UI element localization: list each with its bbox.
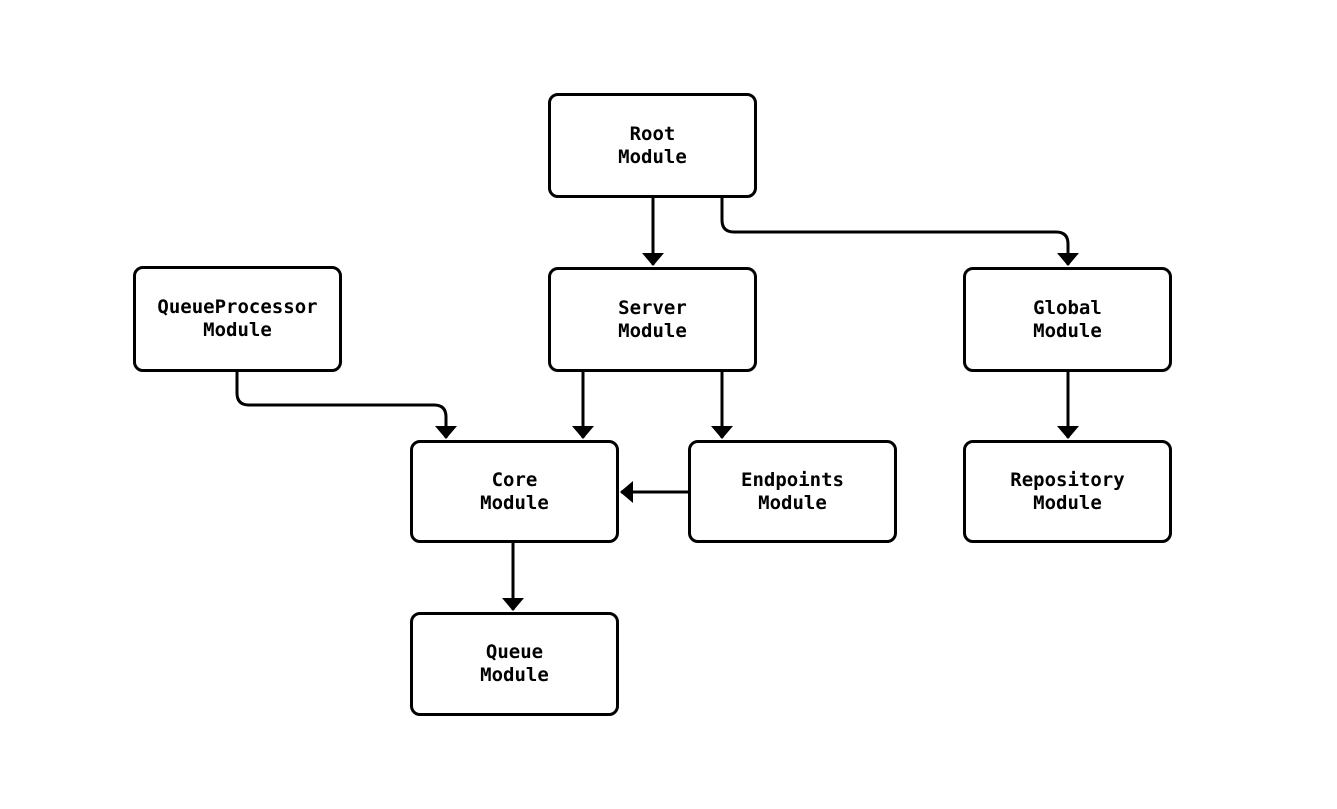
node-label: Server (618, 296, 687, 319)
node-label: Queue (485, 641, 544, 663)
node-repository-module: Repository Module (963, 440, 1172, 543)
node-endpoints-module: Endpoints Module (688, 440, 897, 543)
node-label: Global (1033, 296, 1102, 319)
node-sublabel: Module (618, 145, 687, 168)
node-sublabel: Module (758, 491, 827, 514)
node-server-module: Server Module (548, 267, 757, 372)
node-queueprocessor-module: QueueProcessor Module (133, 266, 342, 372)
node-label: Repository (1010, 468, 1125, 491)
node-sublabel: Module (203, 319, 272, 341)
node-root-module: Root Module (548, 93, 757, 198)
node-queue-module: Queue Module (410, 612, 619, 716)
node-label: Root (629, 122, 676, 145)
edge-queueprocessor-to-core (235, 372, 457, 439)
node-sublabel: Module (1033, 491, 1102, 514)
node-core-module: Core Module (410, 440, 619, 543)
node-global-module: Global Module (963, 267, 1172, 372)
node-label: Core (491, 468, 538, 491)
node-sublabel: Module (618, 319, 687, 342)
node-sublabel: Module (1033, 319, 1102, 342)
node-label: Endpoints (741, 468, 844, 491)
node-sublabel: Module (480, 664, 549, 686)
edge-group (235, 198, 1079, 611)
node-label: QueueProcessor (157, 296, 318, 318)
node-sublabel: Module (480, 491, 549, 514)
edge-root-to-global (720, 198, 1079, 266)
